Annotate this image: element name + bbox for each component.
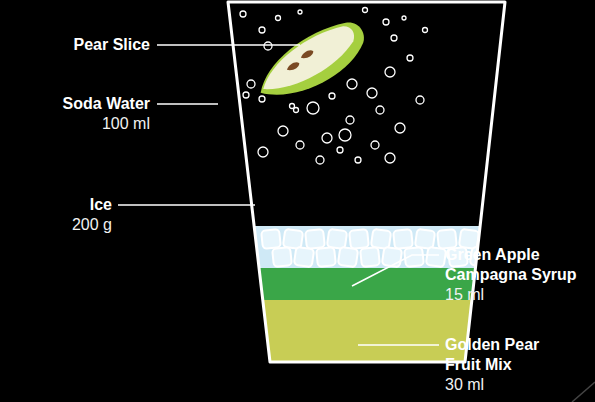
pear-flesh bbox=[253, 20, 363, 100]
bubble bbox=[355, 157, 361, 163]
ingredient-amount: 100 ml bbox=[5, 114, 150, 134]
bubble bbox=[337, 147, 343, 153]
bubble bbox=[385, 153, 395, 163]
ice-cube bbox=[316, 247, 336, 267]
ingredient-name: Golden Pear Fruit Mix bbox=[445, 335, 557, 375]
pear-seed bbox=[300, 49, 315, 61]
bubble bbox=[367, 88, 377, 98]
ingredient-amount: 30 ml bbox=[445, 375, 585, 395]
bubble bbox=[339, 129, 351, 141]
ice-cube bbox=[327, 229, 347, 249]
bubble bbox=[376, 106, 384, 114]
bubble bbox=[346, 116, 354, 124]
ice-cube bbox=[437, 229, 457, 249]
bubble bbox=[298, 10, 302, 14]
ice-cube bbox=[338, 247, 358, 267]
bubble bbox=[395, 123, 405, 133]
ice-cube bbox=[426, 247, 446, 267]
leader-line bbox=[358, 344, 439, 346]
soda-layer bbox=[200, 0, 520, 226]
bubble bbox=[322, 133, 332, 143]
bubble bbox=[363, 8, 368, 13]
ingredient-name: Ice bbox=[12, 195, 112, 215]
pear-slice bbox=[248, 13, 375, 110]
pear-seed bbox=[286, 61, 301, 73]
ice-cube bbox=[261, 229, 281, 249]
bubble bbox=[259, 96, 265, 102]
ingredient-amount: 200 g bbox=[12, 215, 112, 235]
bubble bbox=[276, 16, 281, 21]
ice-cube bbox=[360, 247, 380, 267]
leader-lines bbox=[118, 45, 439, 345]
bubble bbox=[247, 80, 255, 88]
bubble bbox=[347, 79, 357, 89]
bubble bbox=[259, 27, 265, 33]
bubble bbox=[391, 35, 397, 41]
ingredient-name: Pear Slice bbox=[10, 35, 150, 55]
ingredient-name: Green Apple Campagna Syrup bbox=[445, 245, 585, 285]
bubble bbox=[329, 93, 335, 99]
bubble bbox=[316, 156, 324, 164]
leader-line bbox=[157, 44, 300, 46]
leader-line bbox=[157, 103, 218, 105]
bubble bbox=[240, 11, 246, 17]
bubble bbox=[383, 19, 389, 25]
ice-cube bbox=[272, 247, 292, 267]
bubble bbox=[423, 28, 428, 33]
ice-cube bbox=[283, 229, 303, 249]
ingredient-amount: 15 ml bbox=[445, 285, 585, 305]
bubble bbox=[243, 92, 249, 98]
ice-cube bbox=[382, 247, 402, 267]
cup-outline bbox=[228, 2, 505, 362]
leader-line bbox=[352, 255, 439, 286]
bubble bbox=[264, 42, 272, 50]
soda-bubbles bbox=[240, 8, 428, 165]
ice-cube bbox=[393, 229, 413, 249]
corner-mark bbox=[572, 382, 595, 402]
ice-cube bbox=[305, 229, 325, 249]
bubble bbox=[258, 147, 268, 157]
bubble bbox=[402, 16, 406, 20]
ice-cube bbox=[415, 229, 435, 249]
bubble bbox=[307, 102, 319, 114]
ice-cube bbox=[294, 247, 314, 267]
bubble bbox=[290, 104, 295, 109]
ice-cube bbox=[349, 229, 369, 249]
bubble bbox=[416, 96, 424, 104]
bubble bbox=[371, 141, 379, 149]
bubble bbox=[385, 67, 395, 77]
ingredient-name: Soda Water bbox=[5, 94, 150, 114]
leader-line bbox=[118, 204, 255, 206]
bubble bbox=[296, 141, 304, 149]
bubble bbox=[407, 55, 413, 61]
pear-skin bbox=[248, 13, 375, 110]
bubble bbox=[294, 108, 299, 113]
ice-cube bbox=[371, 229, 391, 249]
bubble bbox=[278, 126, 288, 136]
cup-contents bbox=[200, 0, 520, 362]
